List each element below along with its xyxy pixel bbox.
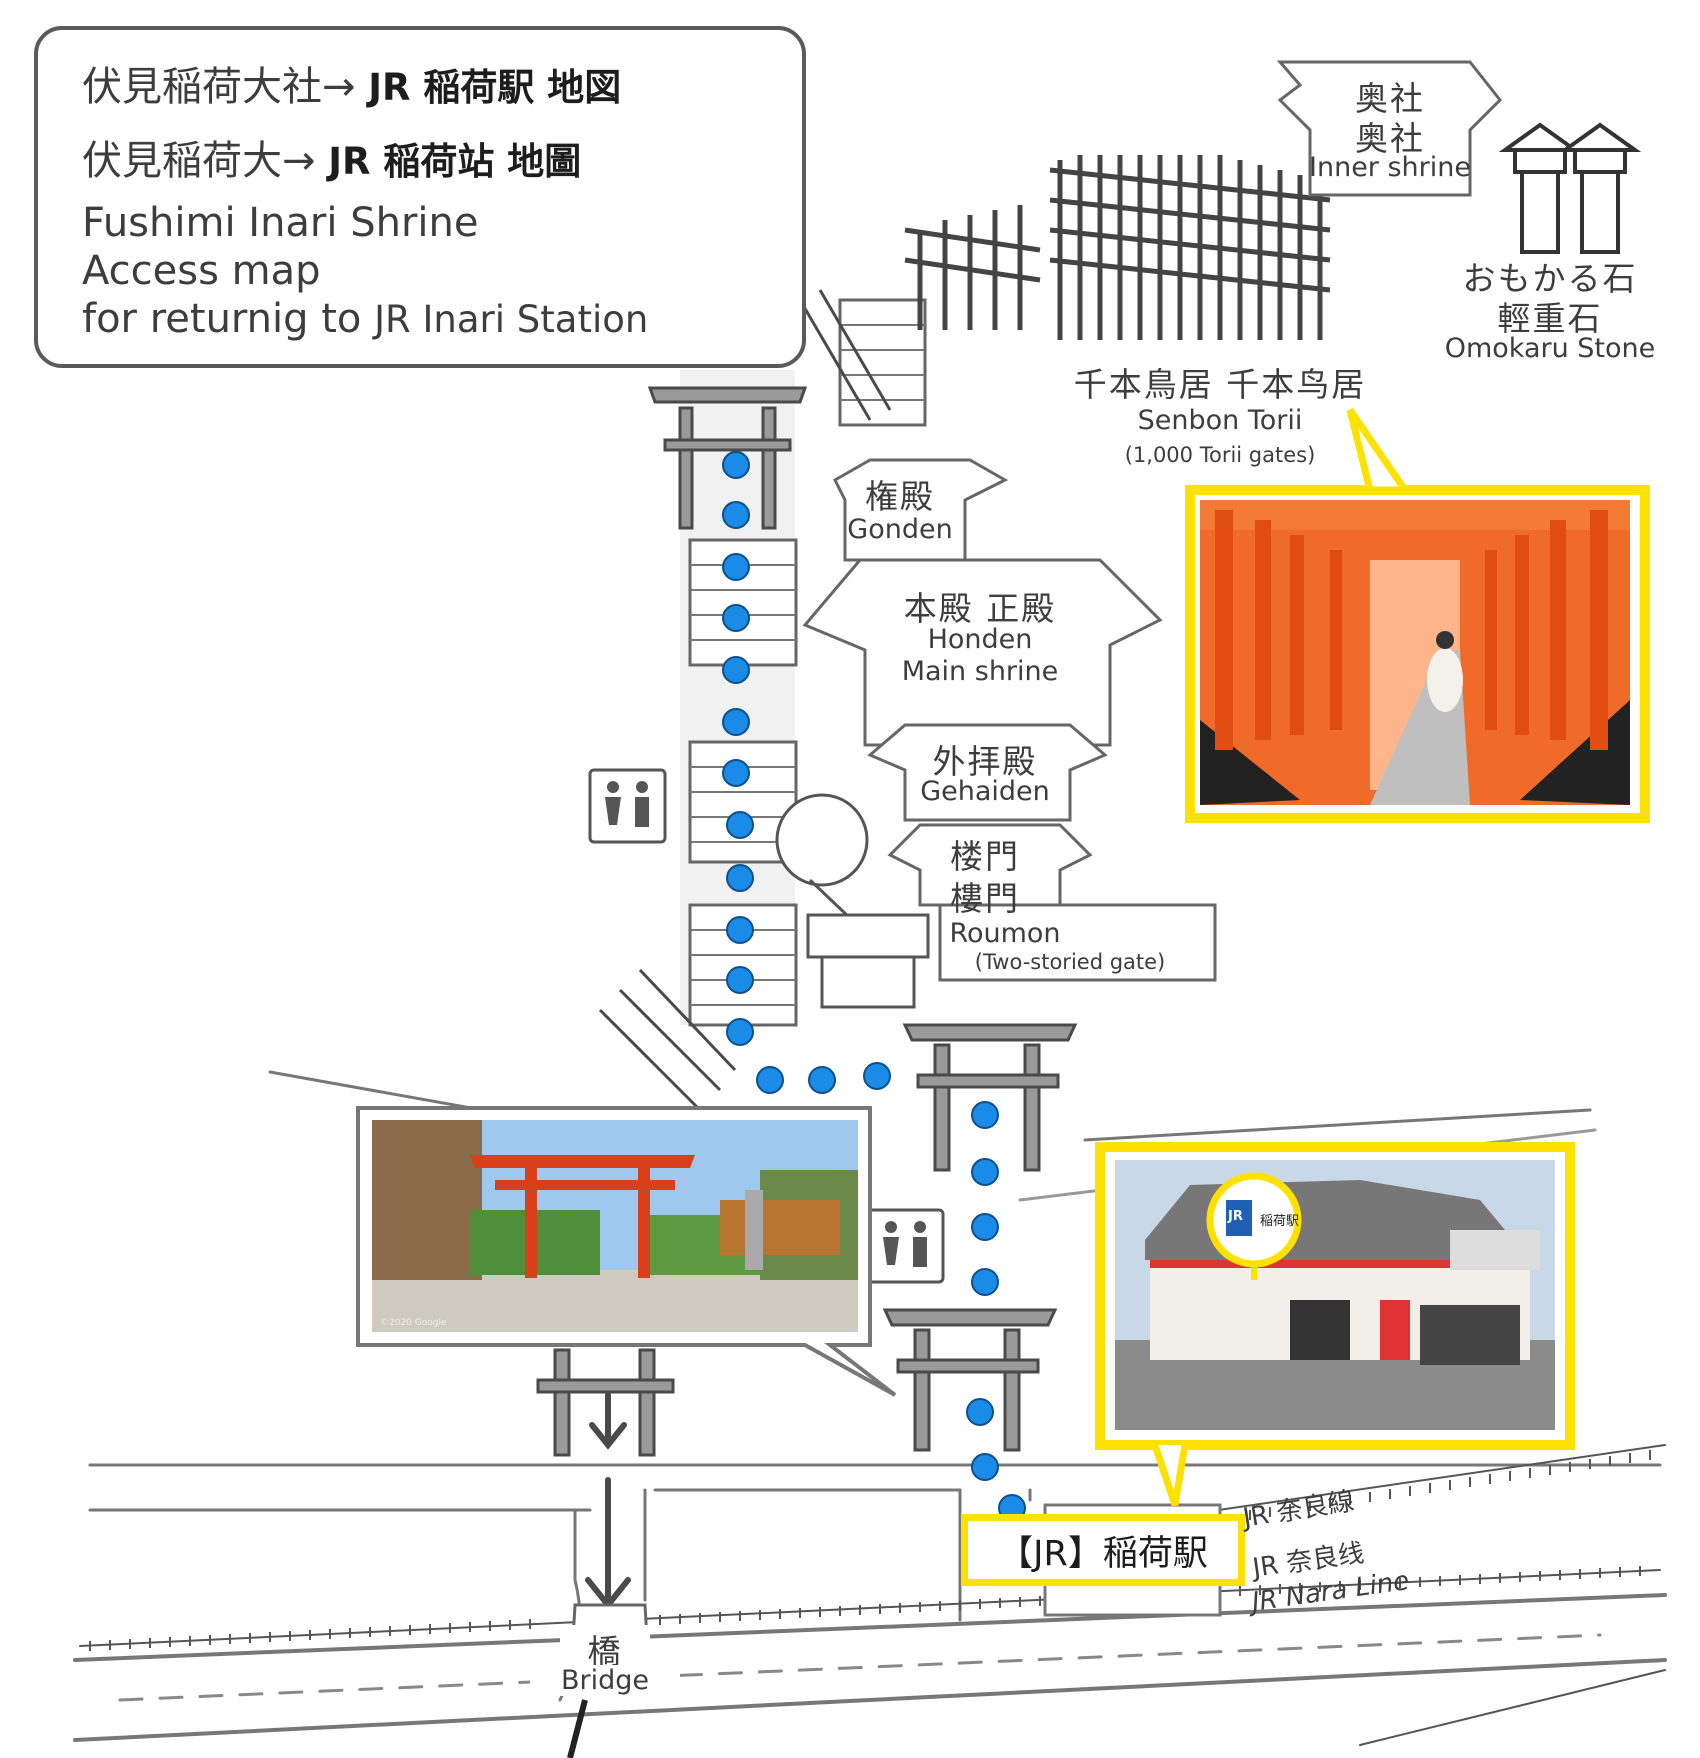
title-line-2-jp: 伏見稲荷大→ <box>82 138 316 184</box>
gonden-label-jp: 権殿 <box>865 477 935 516</box>
title-line-5-a: for returnig to <box>82 296 362 342</box>
honden-label-jp: 本殿 正殿 <box>903 589 1057 628</box>
gonden-label-en: Gonden <box>847 514 953 545</box>
gehaiden-label-en: Gehaiden <box>920 776 1050 807</box>
title-line-5-b: JR Inari Station <box>374 298 649 341</box>
roumon-label-jp: 楼門 <box>950 837 1020 876</box>
senbon-label-jp: 千本鳥居 千本鸟居 <box>1073 365 1367 404</box>
restroom-icon-lower <box>866 1208 945 1284</box>
title-line-1-jp: 伏見稲荷大社→ <box>82 64 356 110</box>
title-line-1-jr: JR 稲荷駅 地図 <box>368 66 622 109</box>
omokaru-label-jp: おもかる石 <box>1462 259 1638 298</box>
okusha-label-tc: 奥社 <box>1355 119 1425 158</box>
okusha-label-en: Inner shrine <box>1309 152 1471 183</box>
honden-label-en: Honden <box>927 624 1033 655</box>
station-photo-sign: 稲荷駅 <box>1260 1214 1300 1229</box>
title-box: 伏見稲荷大社→ JR 稲荷駅 地図 伏見稲荷大→ JR 稲荷站 地圖 Fushi… <box>34 26 806 368</box>
title-line-1: 伏見稲荷大社→ JR 稲荷駅 地図 <box>82 54 621 112</box>
station-photo-logo: JR <box>1228 1209 1243 1224</box>
photo-credit: ©2020 Google <box>380 1318 447 1328</box>
senbon-label-note: (1,000 Torii gates) <box>1124 443 1316 467</box>
senbon-label-en: Senbon Torii <box>1137 405 1303 436</box>
roumon-label-note: (Two-storied gate) <box>974 950 1166 974</box>
title-line-2-jr: JR 稲荷站 地圖 <box>328 140 582 183</box>
jr-inari-station-label: 【JR】稲荷駅 <box>961 1514 1245 1586</box>
senbon-torii-photo <box>1200 500 1630 805</box>
gehaiden-label-jp: 外拝殿 <box>932 742 1038 781</box>
inari-station-photo <box>1115 1160 1555 1430</box>
okusha-label-jp: 奥社 <box>1355 79 1425 118</box>
omokaru-label-tc: 輕重石 <box>1497 299 1603 338</box>
title-line-3: Fushimi Inari Shrine <box>82 200 479 246</box>
title-line-4: Access map <box>82 248 321 294</box>
roumon-label-en: Roumon <box>949 918 1061 949</box>
honden-label-en2: Main shrine <box>901 656 1059 687</box>
title-line-2: 伏見稲荷大→ JR 稲荷站 地圖 <box>82 128 581 186</box>
roumon-label-tc: 樓門 <box>950 879 1020 918</box>
bridge-label-en: Bridge <box>530 1665 680 1696</box>
title-line-5: for returnig to JR Inari Station <box>82 296 648 342</box>
entrance-torii-photo <box>372 1120 858 1332</box>
omokaru-label-en: Omokaru Stone <box>1444 333 1656 364</box>
restroom-icon-upper <box>588 768 667 844</box>
